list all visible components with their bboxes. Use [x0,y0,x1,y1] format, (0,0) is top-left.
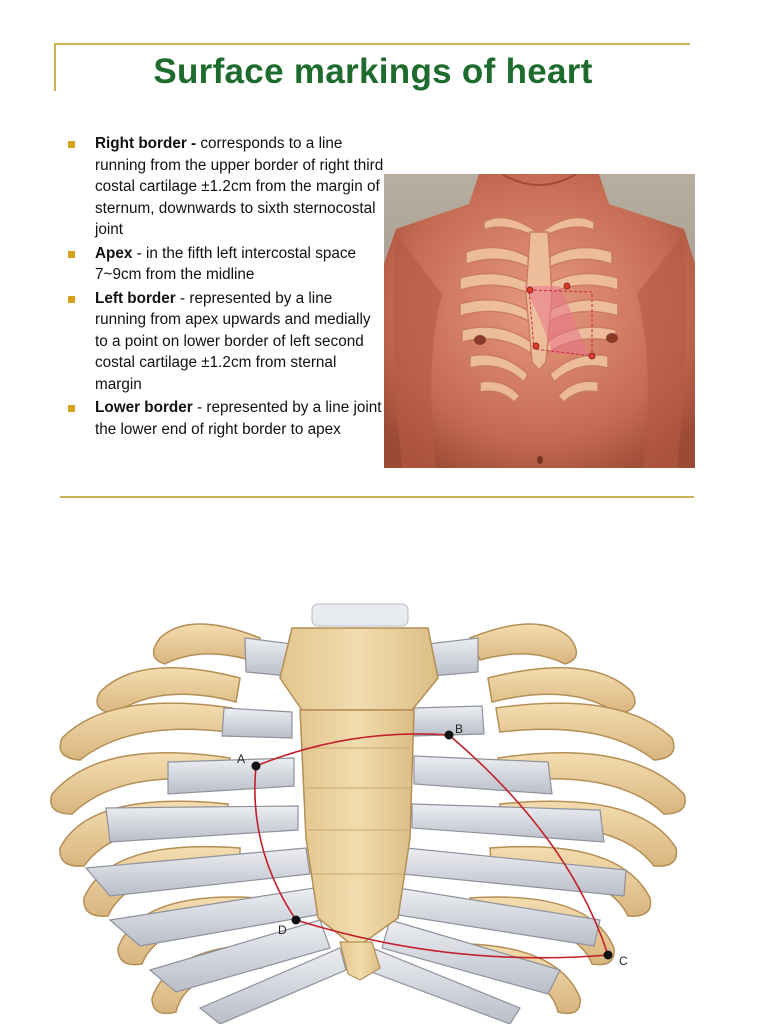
point-d-marker [291,915,301,925]
bullet-square-icon [68,141,75,148]
bullet-term: Right border - [95,135,197,152]
slide-title: Surface markings of heart [153,52,593,91]
bullet-apex: Apex - in the fifth left intercostal spa… [66,243,386,286]
point-d-label: D [278,923,287,937]
torso-photo [384,174,695,468]
ribcage-diagram: A B C D [50,603,686,1024]
bullet-square-icon [68,405,75,412]
marking-points [251,730,613,960]
bullet-square-icon [68,250,75,258]
bullet-text: - in the fifth left intercostal space 7~… [95,244,357,284]
point-c-marker [603,950,613,960]
bullet-term: Lower border [95,399,193,416]
title-accent-top-rule [54,43,690,45]
heart-border-outline [254,733,609,959]
bullet-text: - represented by a line running from ape… [95,289,371,393]
title-accent-vertical-rule [54,43,56,91]
bullet-text: corresponds to a line running from the u… [95,135,384,238]
bullet-left-border: Left border - represented by a line runn… [66,288,386,396]
point-b-label: B [455,722,463,736]
point-a-marker [251,761,261,771]
bullet-right-border: Right border - corresponds to a line run… [66,133,386,241]
section-divider [60,496,694,498]
point-a-label: A [237,752,245,766]
bullet-square-icon [68,295,75,303]
point-c-label: C [619,954,628,968]
bullet-term: Left border [95,289,176,307]
vertebra-top [311,603,409,627]
bullet-text: - represented by a line joint the lower … [95,399,382,438]
bullet-lower-border: Lower border - represented by a line joi… [66,397,386,440]
bullet-list: Right border - corresponds to a line run… [66,133,386,442]
sternum [279,627,439,981]
costal-cartilages [84,637,627,1024]
bullet-term: Apex [95,244,133,262]
point-b-marker [444,730,454,740]
